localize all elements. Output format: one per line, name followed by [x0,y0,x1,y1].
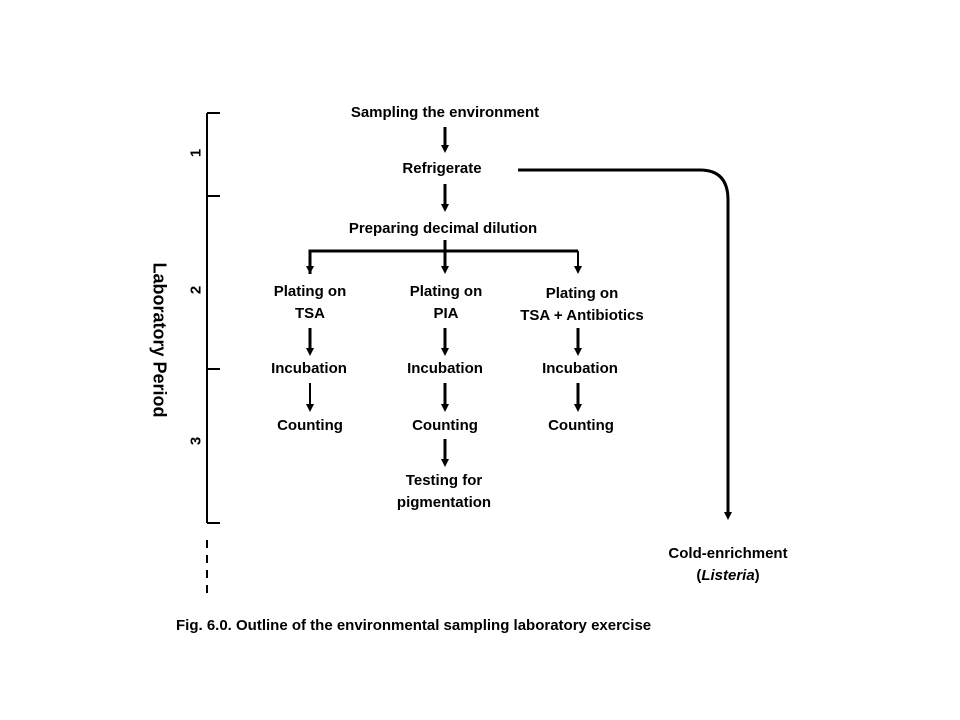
figure-caption: Fig. 6.0. Outline of the environmental s… [176,617,652,634]
step-counting-tsa: Counting [277,417,343,434]
step-plating-tsa-antibiotics: Plating on TSA + Antibiotics [520,283,643,327]
step-cold-enrichment: Cold-enrichment (Listeria) [668,543,787,587]
organism-name: Listeria [701,567,755,584]
step-plating-pia-line-2: PIA [433,305,459,322]
step-refrigerate: Refrigerate [402,160,482,177]
period-label-2: 2 [187,285,205,295]
axis-label: Laboratory Period [149,262,170,418]
step-dilution: Preparing decimal dilution [348,220,538,237]
period-label-3: 3 [187,436,205,446]
step-plating-pia-line-1: Plating on [409,283,483,300]
step-pigmentation: Testing for pigmentation [397,470,491,514]
step-plating-tsa-line-2: TSA [295,305,325,322]
step-counting-pia: Counting [412,417,478,434]
main-arrows [306,127,732,520]
step-plating-tsa-antibiotics-line-1: Plating on [545,285,619,302]
step-plating-tsa-antibiotics-line-2: TSA + Antibiotics [520,307,644,324]
period-label-1: 1 [187,148,205,158]
step-incubation-pia: Incubation [407,360,483,377]
arrow-refrigerate-cold-enrichment [518,168,732,520]
step-cold-enrichment-organism: (Listeria) [696,567,760,584]
step-counting-tsa-antibiotics: Counting [548,417,614,434]
step-sampling: Sampling the environment [350,104,540,121]
step-plating-tsa: Plating on TSA [274,281,347,325]
period-axis [206,112,220,595]
step-plating-tsa-line-1: Plating on [273,283,347,300]
step-pigmentation-line-1: Testing for [405,472,483,489]
step-plating-pia: Plating on PIA [410,281,483,325]
step-incubation-tsa-antibiotics: Incubation [542,360,618,377]
step-pigmentation-line-2: pigmentation [396,494,492,511]
step-incubation-tsa: Incubation [271,360,347,377]
step-cold-enrichment-title: Cold-enrichment [668,545,788,562]
